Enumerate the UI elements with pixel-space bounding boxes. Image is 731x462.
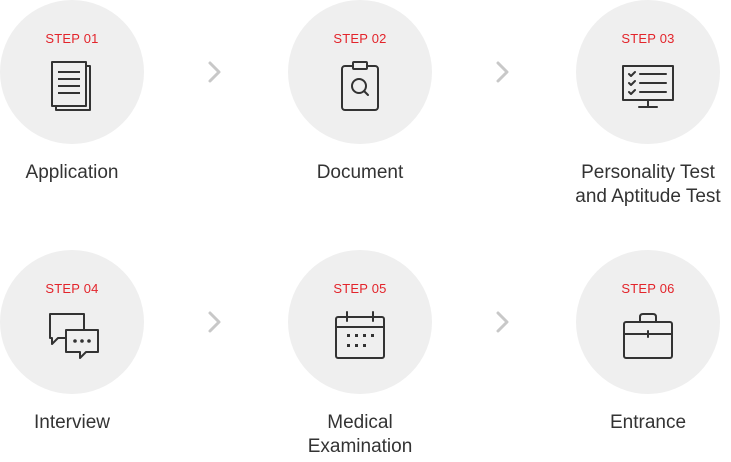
step-number: STEP 01: [45, 31, 99, 46]
chevron-right-icon: [494, 310, 512, 334]
briefcase-icon: [620, 308, 676, 364]
monitor-checklist-icon: [620, 58, 676, 114]
chevron-right-icon: [206, 60, 224, 84]
step-number: STEP 03: [621, 31, 675, 46]
step-title: Interview: [33, 412, 111, 433]
step-number: STEP 05: [333, 281, 387, 296]
step-number: STEP 06: [621, 281, 675, 296]
document-stack-icon: [44, 58, 100, 114]
clipboard-search-icon: [332, 58, 388, 114]
step-number: STEP 04: [45, 281, 99, 296]
step-title: Application: [25, 162, 119, 183]
step-circle: [288, 250, 432, 394]
chevron-right-icon: [206, 310, 224, 334]
calendar-icon: [332, 308, 388, 364]
step-title: Medical Examination: [307, 412, 413, 457]
step-title: Document: [316, 162, 404, 183]
chevron-right-icon: [494, 60, 512, 84]
chat-bubbles-icon: [44, 308, 100, 364]
step-title: Entrance: [609, 412, 687, 433]
step-circle: [576, 0, 720, 144]
step-title: Personality Test and Aptitude Test: [575, 162, 721, 207]
step-circle: [288, 0, 432, 144]
step-number: STEP 02: [333, 31, 387, 46]
